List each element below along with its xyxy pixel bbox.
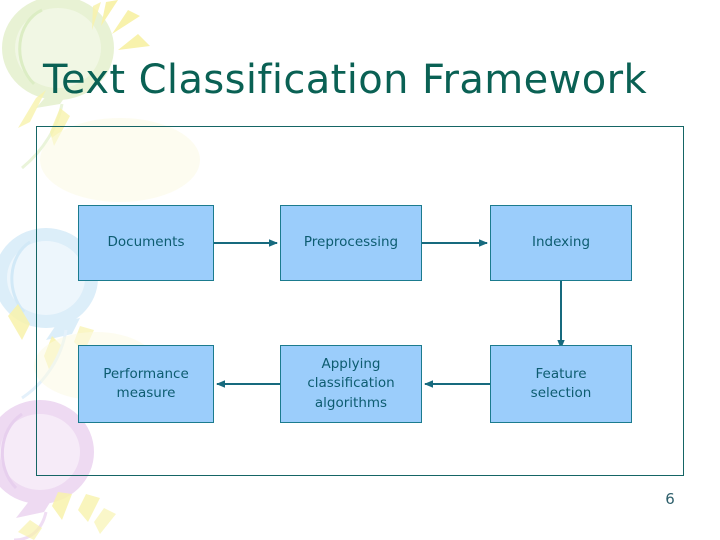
flow-node-applying-classification-algorithms[interactable]: Applying classification algorithms bbox=[280, 345, 422, 423]
performance-line-2: measure bbox=[116, 385, 176, 401]
feature-line-2: selection bbox=[530, 385, 592, 401]
content-frame bbox=[36, 126, 684, 476]
applying-line-2: classification bbox=[307, 375, 395, 392]
flow-node-indexing[interactable]: Indexing bbox=[490, 205, 632, 281]
flow-node-indexing-label: Indexing bbox=[531, 234, 591, 251]
flow-node-preprocessing-label: Preprocessing bbox=[303, 234, 399, 251]
flow-node-preprocessing[interactable]: Preprocessing bbox=[280, 205, 422, 281]
flow-node-applying-label: Applying classification algorithms bbox=[281, 355, 421, 412]
flow-node-performance-measure-label: Performance measure bbox=[79, 365, 213, 403]
page-title: Text Classification Framework bbox=[42, 57, 648, 103]
flow-node-feature-selection[interactable]: Feature selection bbox=[490, 345, 632, 423]
applying-line-1: Applying bbox=[321, 356, 381, 373]
flow-node-performance-measure[interactable]: Performance measure bbox=[78, 345, 214, 423]
flow-node-feature-selection-label: Feature selection bbox=[491, 365, 631, 403]
applying-line-3: algorithms bbox=[314, 394, 388, 411]
flow-node-documents-label: Documents bbox=[107, 234, 185, 251]
feature-line-1: Feature bbox=[535, 365, 587, 382]
performance-line-1: Performance bbox=[103, 365, 189, 382]
flow-node-documents[interactable]: Documents bbox=[78, 205, 214, 281]
page-number: 6 bbox=[665, 490, 675, 508]
